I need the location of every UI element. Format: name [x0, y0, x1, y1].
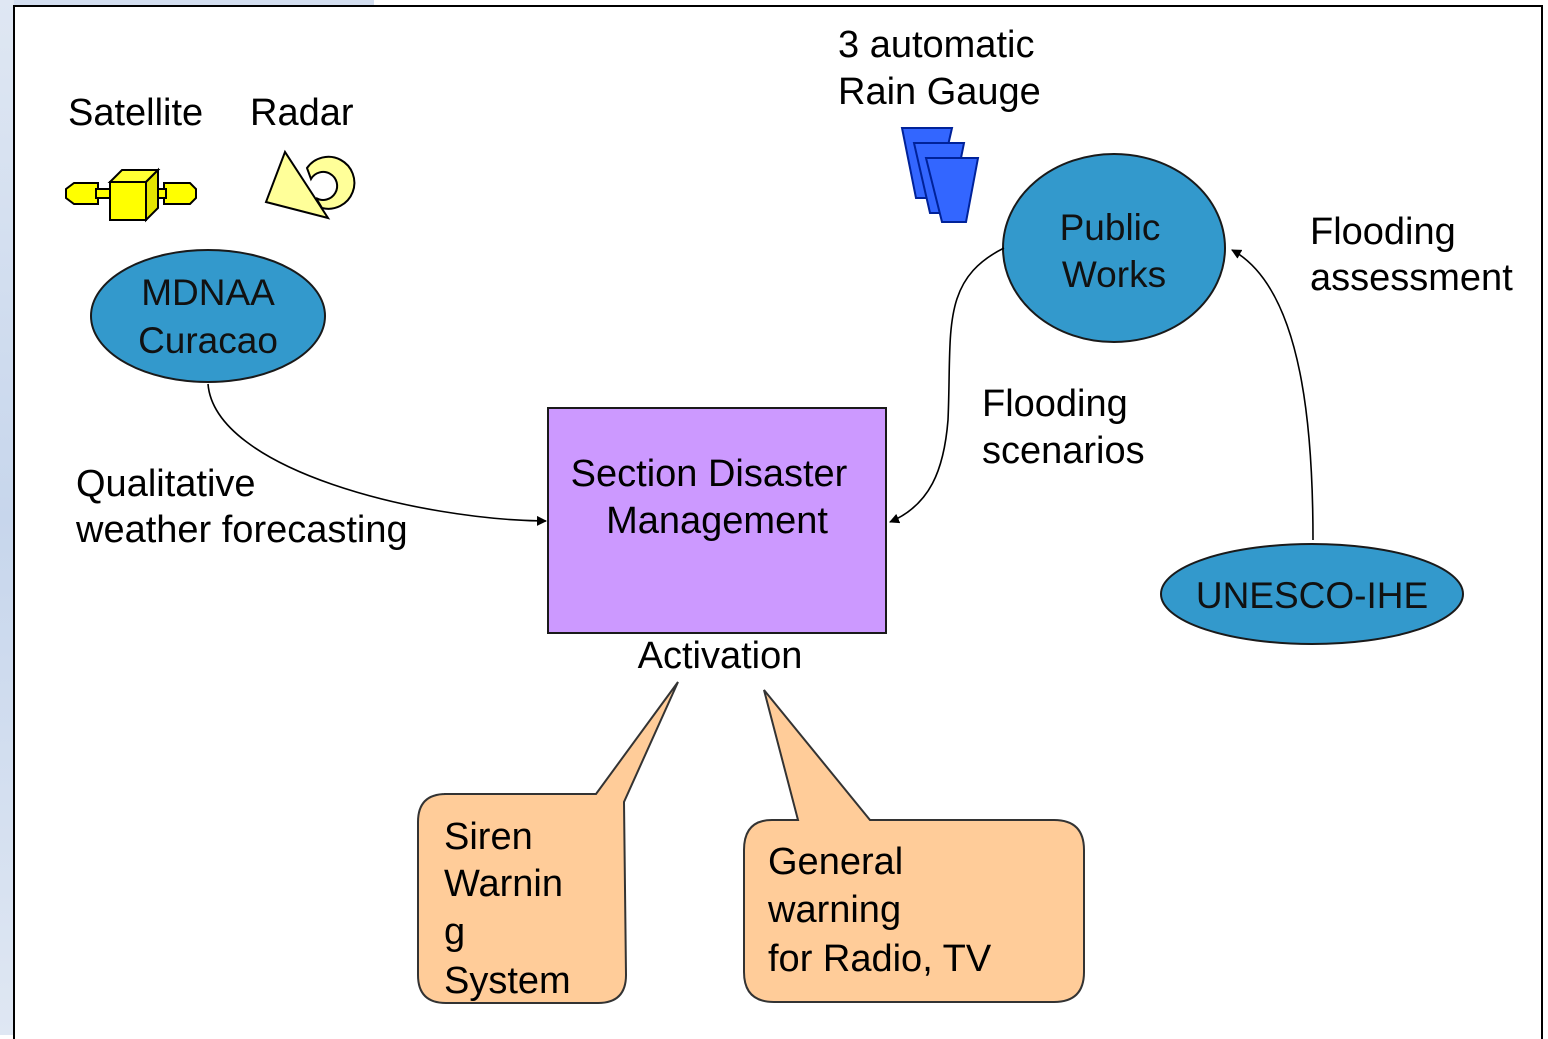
- public-works-node: Public Works: [1002, 153, 1226, 343]
- window-left-strip: [0, 0, 14, 1035]
- siren-callout-line1: Siren: [444, 816, 533, 858]
- mdnaa-label-line2: Curacao: [138, 320, 278, 361]
- siren-callout-line4: System: [444, 960, 571, 1002]
- rain-gauge-icon: [900, 127, 980, 223]
- general-callout-line1: General: [768, 841, 903, 883]
- mdnaa-to-sdm-arrow: [207, 383, 547, 526]
- siren-warning-callout: Siren Warnin g System: [417, 681, 679, 1004]
- radar-icon: [264, 149, 356, 220]
- qualitative-label-line2: weather forecasting: [75, 509, 408, 551]
- sdm-label-line2: Management: [606, 500, 828, 542]
- sdm-label-line1: Section Disaster: [571, 453, 848, 495]
- window-top-strip: [14, 0, 374, 6]
- unesco-ihe-label: UNESCO-IHE: [1196, 575, 1428, 616]
- flooding-scenarios-label-line2: scenarios: [982, 430, 1145, 472]
- mdnaa-node: MDNAA Curacao: [90, 249, 326, 383]
- public-works-label-line2: Works: [1062, 254, 1166, 295]
- satellite-icon: [65, 167, 197, 223]
- flooding-assessment-label-line1: Flooding: [1310, 211, 1456, 253]
- public-works-to-sdm-arrow: [889, 247, 1005, 524]
- unesco-to-public-works-arrow: [1231, 249, 1314, 541]
- general-callout-line2: warning: [767, 889, 901, 931]
- general-callout-line3: for Radio, TV: [768, 938, 992, 980]
- flooding-assessment-label-line2: assessment: [1310, 257, 1513, 299]
- flooding-scenarios-label-line1: Flooding: [982, 383, 1128, 425]
- siren-callout-line2: Warnin: [444, 863, 563, 905]
- activation-label: Activation: [638, 635, 803, 677]
- public-works-label-line1: Public: [1060, 207, 1161, 248]
- satellite-label: Satellite: [68, 92, 203, 134]
- rain-gauge-label-line2: Rain Gauge: [838, 71, 1041, 113]
- siren-callout-line3: g: [444, 911, 465, 953]
- radar-label: Radar: [250, 92, 354, 134]
- general-warning-callout: General warning for Radio, TV: [743, 689, 1085, 1003]
- mdnaa-label-line1: MDNAA: [141, 272, 275, 313]
- section-disaster-management-node: Section Disaster Management: [547, 407, 887, 634]
- unesco-ihe-node: UNESCO-IHE: [1160, 543, 1464, 645]
- qualitative-label-line1: Qualitative: [76, 463, 256, 505]
- rain-gauge-label-line1: 3 automatic: [838, 24, 1034, 66]
